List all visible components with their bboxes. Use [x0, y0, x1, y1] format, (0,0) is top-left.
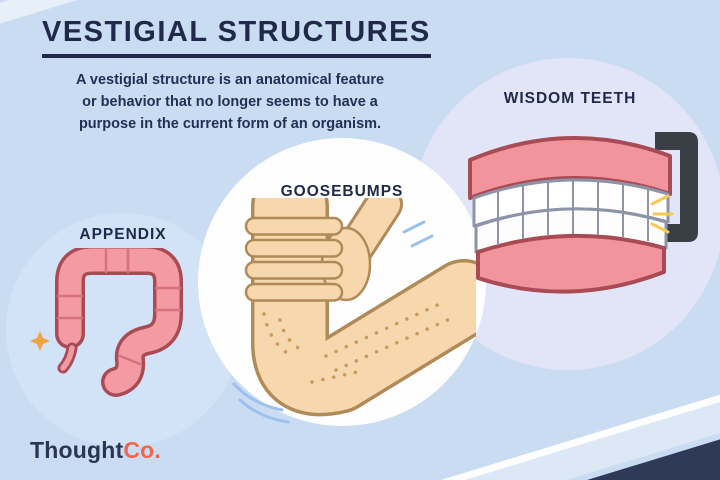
description-line-1: A vestigial structure is an anatomical f… — [75, 72, 385, 88]
goosebump-dots — [262, 300, 454, 384]
wisdom-teeth-icon — [468, 132, 698, 294]
description-line-3: purpose in the current form of an organi… — [78, 115, 382, 132]
motion-lines-icon — [232, 220, 434, 424]
sparkle-icon — [650, 194, 674, 234]
appendix-intestine-icon — [30, 248, 183, 397]
goosebumps-arm-icon — [232, 198, 476, 424]
star-icon — [30, 331, 50, 351]
logo-text-accent: Co. — [123, 437, 162, 463]
description: A vestigial structure is an anatomical f… — [40, 70, 420, 135]
gripping-fingers — [244, 216, 344, 302]
goosebumps-label: GOOSEBUMPS — [280, 183, 404, 200]
thoughtco-logo: ThoughtCo. — [30, 437, 161, 464]
appendix-label: APPENDIX — [79, 226, 167, 243]
denture-clamp — [655, 132, 698, 242]
description-line-2: or behavior that no longer seems to have… — [82, 93, 378, 110]
wisdom-teeth-label: WISDOM TEETH — [503, 90, 637, 107]
page-title: VESTIGIAL STRUCTURES — [42, 16, 431, 58]
logo-text-primary: Thought — [30, 437, 124, 463]
